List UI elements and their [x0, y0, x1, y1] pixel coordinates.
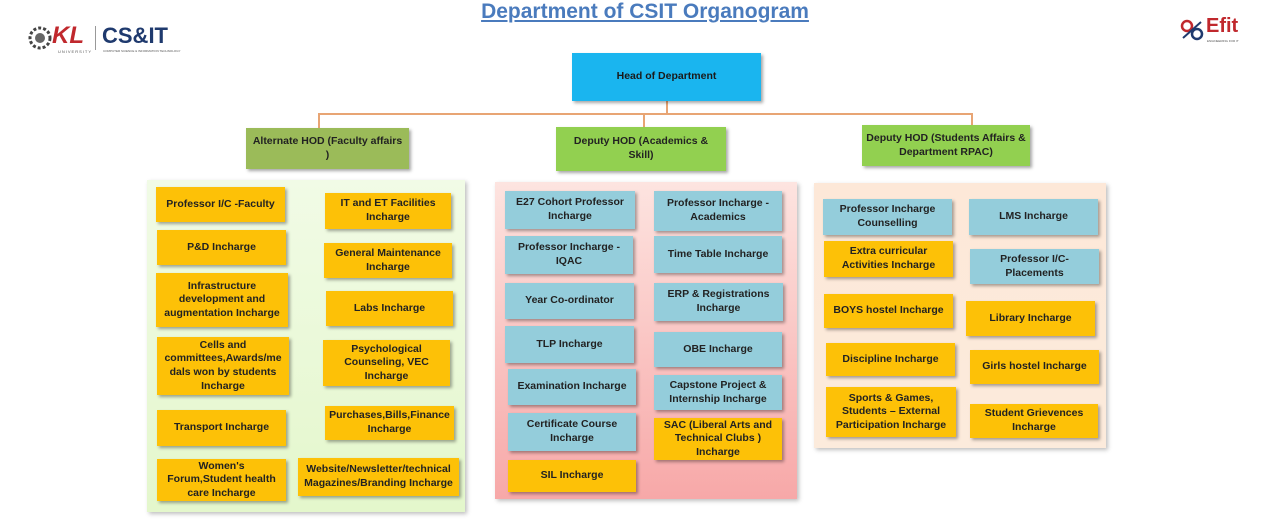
role-box: Professor I/C-Placements: [970, 249, 1099, 284]
role-box: Year Co-ordinator: [505, 283, 634, 319]
role-box: Girls hostel Incharge: [970, 350, 1099, 384]
role-box: SIL Incharge: [508, 460, 636, 492]
efit-emblem-icon: [1180, 19, 1204, 41]
deputy-hod-academics-box: Deputy HOD (Academics & Skill): [556, 127, 726, 171]
role-box: Professor Incharge - IQAC: [505, 236, 633, 274]
csit-subtitle: COMPUTER SCIENCE & INFORMATION TECHNOLOG…: [103, 49, 181, 53]
head-of-department-box: Head of Department: [572, 53, 761, 101]
role-box: General Maintenance Incharge: [324, 243, 452, 278]
csit-logo-text: CS&IT: [102, 23, 168, 48]
role-box: Psychological Counseling, VEC Incharge: [323, 340, 450, 386]
role-box: Labs Incharge: [326, 291, 453, 326]
role-box: ERP & Registrations Incharge: [654, 283, 783, 321]
role-box: Transport Incharge: [157, 410, 286, 446]
university-text: UNIVERSITY: [58, 49, 93, 54]
role-box: Infrastructure development and augmentat…: [156, 273, 288, 327]
role-box: SAC (Liberal Arts and Technical Clubs ) …: [654, 418, 782, 460]
role-box: E27 Cohort Professor Incharge: [505, 191, 635, 229]
role-box: Sports & Games, Students – External Part…: [826, 387, 956, 437]
role-box: Time Table Incharge: [654, 236, 782, 273]
role-box: OBE Incharge: [654, 332, 782, 367]
efit-logo-text: Efit: [1206, 15, 1239, 37]
efit-subtitle: ENGINEERING FOR IT: [1207, 39, 1239, 43]
kl-logo-text: KL: [52, 22, 84, 49]
role-box: Professor Incharge Counselling: [823, 199, 952, 235]
efit-logo: Efit ENGINEERING FOR IT: [1180, 14, 1260, 46]
role-box: Student Grievences Incharge: [970, 404, 1098, 438]
role-box: TLP Incharge: [505, 326, 634, 363]
role-box: Library Incharge: [966, 301, 1095, 336]
role-box: Examination Incharge: [508, 369, 636, 405]
connector-branch-1: [318, 113, 320, 128]
role-box: Capstone Project & Internship Incharge: [654, 375, 782, 410]
role-box: LMS Incharge: [969, 199, 1098, 235]
role-box: Professor I/C -Faculty: [156, 187, 285, 222]
connector-branch-2: [643, 113, 645, 127]
alternate-hod-box: Alternate HOD (Faculty affairs ): [246, 128, 409, 169]
role-box: Cells and committees,Awards/me dals won …: [157, 337, 289, 395]
connector-horizontal: [318, 113, 973, 115]
role-box: Purchases,Bills,Finance Incharge: [325, 406, 454, 440]
role-box: Certificate Course Incharge: [508, 413, 636, 451]
gear-emblem-icon: [28, 26, 52, 50]
role-box: Extra curricular Activities Incharge: [824, 241, 953, 277]
deputy-hod-students-box: Deputy HOD (Students Affairs & Departmen…: [862, 125, 1030, 166]
page-title: Department of CSIT Organogram: [481, 0, 809, 23]
connector-branch-3: [971, 113, 973, 126]
role-box: P&D Incharge: [157, 230, 286, 265]
role-box: IT and ET Facilities Incharge: [325, 193, 451, 229]
role-box: BOYS hostel Incharge: [824, 294, 953, 328]
role-box: Professor Incharge - Academics: [654, 191, 782, 231]
role-box: Women's Forum,Student health care Inchar…: [157, 459, 286, 501]
connector-head-down: [666, 101, 668, 114]
kl-csit-logo: KL UNIVERSITY CS&IT COMPUTER SCIENCE & I…: [28, 22, 188, 56]
role-box: Website/Newsletter/technical Magazines/B…: [298, 458, 459, 496]
role-box: Discipline Incharge: [826, 343, 955, 376]
